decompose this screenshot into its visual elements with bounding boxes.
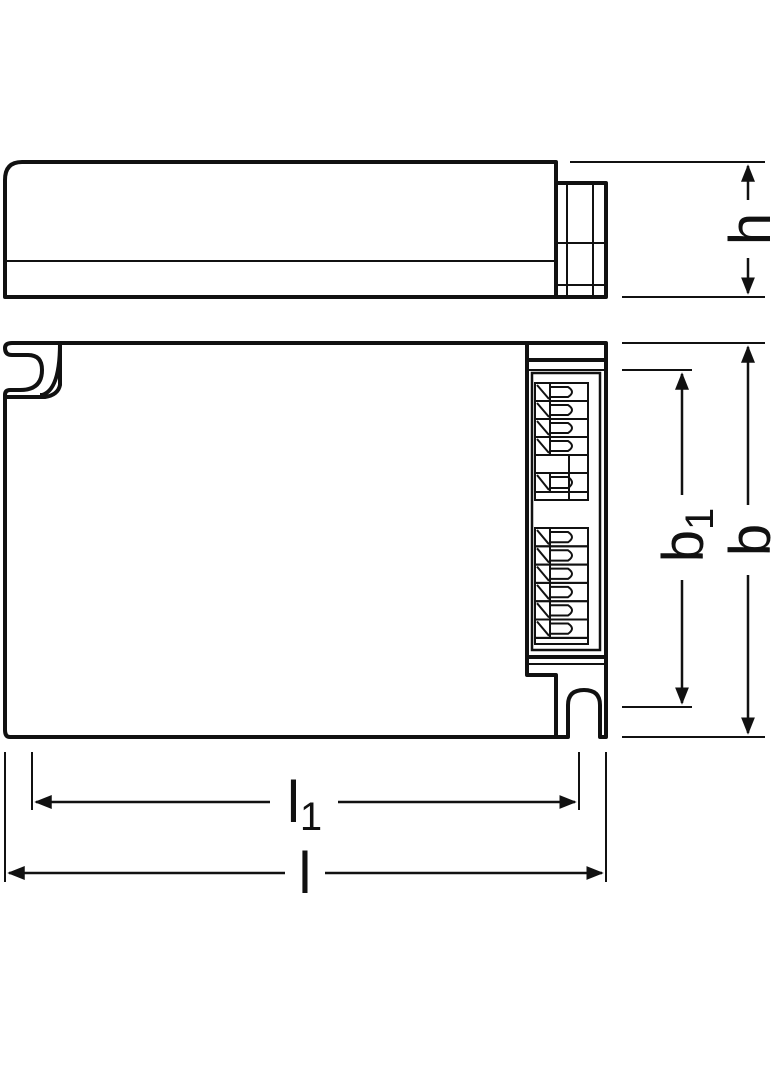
terminal-release-icon xyxy=(536,547,550,564)
connector-block xyxy=(525,343,558,737)
label-l: l xyxy=(299,841,312,906)
terminal-release-icon xyxy=(536,402,550,418)
terminal-blank xyxy=(534,454,589,474)
side-connector xyxy=(556,181,608,299)
label-l1: l1 xyxy=(287,770,322,839)
top-view xyxy=(3,341,608,739)
terminal-base xyxy=(534,491,589,501)
side-body xyxy=(3,160,558,299)
terminal-blocks xyxy=(534,382,589,645)
terminal-release-icon xyxy=(536,420,550,436)
terminal-base xyxy=(534,637,589,645)
label-h: h xyxy=(718,213,783,245)
terminal-clamp xyxy=(551,476,573,489)
terminal-clamp xyxy=(551,440,573,452)
mount-tab xyxy=(5,343,62,399)
terminal-release-icon xyxy=(536,565,550,582)
terminal-clamp xyxy=(551,604,573,617)
label-b1-base: b xyxy=(651,530,716,562)
terminal-clamp xyxy=(551,567,573,580)
label-l1-sub: 1 xyxy=(300,795,322,839)
terminal-release-icon xyxy=(536,620,550,637)
terminal-clamp xyxy=(551,585,573,599)
terminal-clamp xyxy=(551,549,573,562)
terminal-release-icon xyxy=(536,602,550,619)
label-l1-base: l xyxy=(287,770,300,835)
dimension-lines xyxy=(4,161,765,882)
terminal-clamp xyxy=(551,386,573,398)
terminal-release-icon xyxy=(536,529,550,545)
terminal-clamp xyxy=(551,404,573,416)
terminal-release-icon xyxy=(536,474,550,491)
terminal-clamp xyxy=(551,422,573,434)
terminal-clamp xyxy=(551,531,573,544)
label-b1-sub: 1 xyxy=(678,508,722,530)
terminal-frame xyxy=(530,371,602,652)
side-view xyxy=(3,160,608,299)
label-b1: b1 xyxy=(651,508,722,563)
terminal-release-icon xyxy=(536,584,550,600)
terminal-release-icon xyxy=(536,438,550,454)
label-b: b xyxy=(718,524,783,556)
top-body xyxy=(3,341,608,739)
terminal-clamp xyxy=(551,622,573,635)
terminal-release-icon xyxy=(536,384,550,400)
